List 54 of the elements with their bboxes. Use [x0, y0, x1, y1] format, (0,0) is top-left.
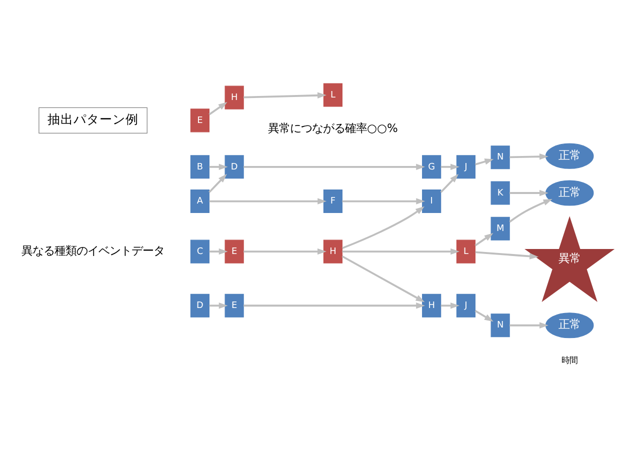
arrow	[244, 248, 326, 254]
arrow	[244, 302, 426, 308]
node-box: E	[190, 108, 210, 132]
label: 時間	[562, 354, 578, 365]
arrow	[209, 163, 228, 170]
arrow	[244, 163, 426, 170]
node-box: J	[456, 293, 476, 317]
arrow	[475, 158, 494, 165]
node-ellipse: 正常	[545, 180, 594, 206]
arrow	[475, 250, 539, 259]
node-box: D	[224, 154, 244, 178]
node-box: G	[422, 154, 442, 178]
node-box: M	[490, 216, 510, 240]
node-box: H	[224, 85, 244, 109]
arrow	[208, 173, 227, 192]
node-box: I	[422, 189, 442, 213]
arrow	[510, 189, 548, 196]
arrow	[342, 255, 425, 302]
node-box: N	[490, 313, 510, 337]
arrow	[440, 173, 459, 192]
node-box: E	[224, 293, 244, 317]
arrow	[209, 248, 228, 254]
node-box: A	[190, 189, 210, 213]
node-box: C	[190, 239, 210, 263]
arrow	[474, 232, 494, 246]
node-box: L	[456, 239, 476, 263]
node-box: K	[490, 180, 510, 204]
label: 異常につながる確率○○%	[268, 120, 398, 135]
arrow	[509, 198, 552, 222]
node-box: H	[323, 239, 342, 263]
arrow	[510, 153, 548, 160]
node-box: J	[456, 154, 476, 178]
arrow	[510, 322, 548, 328]
arrow	[440, 163, 460, 170]
node-box: 抽出パターン例	[38, 106, 148, 133]
node-box: H	[422, 293, 442, 317]
label: 異なる種類のイベントデータ	[22, 242, 165, 257]
arrow	[208, 101, 228, 115]
node-box: E	[224, 239, 244, 263]
node-box: F	[323, 189, 342, 213]
arrow	[474, 310, 494, 322]
arrow	[440, 302, 460, 308]
arrow	[209, 302, 228, 308]
arrow	[209, 198, 327, 204]
node-ellipse: 正常	[545, 142, 594, 168]
node-box: B	[190, 154, 210, 178]
arrow	[342, 248, 460, 254]
node-box: D	[190, 293, 210, 317]
node-ellipse: 正常	[545, 312, 594, 338]
arrow	[342, 206, 424, 249]
arrow	[342, 198, 426, 204]
node-box: N	[490, 145, 510, 169]
arrow	[244, 92, 326, 98]
node-box: L	[323, 82, 342, 106]
